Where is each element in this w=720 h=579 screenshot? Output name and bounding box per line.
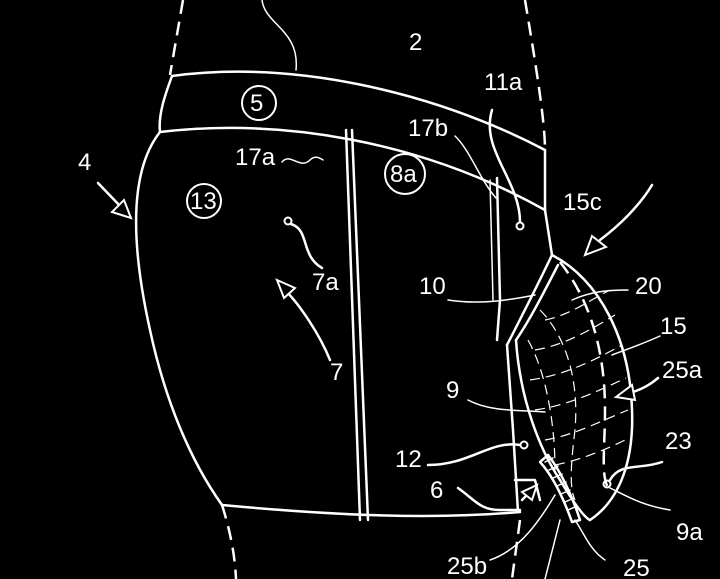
garment-left-contour <box>134 130 224 507</box>
panel-seam-left-a <box>344 128 362 522</box>
arrow-15c-shaft <box>598 183 654 242</box>
leader-10 <box>447 294 536 303</box>
label-2: 2 <box>409 29 422 56</box>
arrow-7-shaft <box>283 288 332 362</box>
label-7a: 7a <box>312 269 339 296</box>
leader-25-alt <box>544 519 561 579</box>
fly-edge <box>505 343 520 514</box>
label-11a: 11a <box>484 69 523 96</box>
body-outline-right-top <box>523 0 547 151</box>
pouch-front-edge <box>505 253 554 347</box>
arrow-7-head <box>275 278 297 300</box>
leader-7a <box>289 222 324 270</box>
pouch-hatch-2 <box>534 314 616 351</box>
pouch-dashed-contour-1 <box>539 309 577 501</box>
label-4: 4 <box>78 149 91 176</box>
arrow-4-head <box>110 198 133 220</box>
leader-9a <box>609 487 671 511</box>
point-12 <box>519 440 529 450</box>
label-12: 12 <box>395 446 422 473</box>
pouch-front-edge-inner <box>514 263 560 342</box>
strip-25-outline <box>538 453 582 524</box>
arrow-25b-head <box>520 483 539 502</box>
arrow-15c-head <box>583 234 609 257</box>
label-25b: 25b <box>447 553 487 579</box>
point-11a <box>515 221 525 231</box>
panel-seam-left-b <box>350 128 370 522</box>
arrow-4-shaft <box>96 181 124 210</box>
label-23: 23 <box>665 428 692 455</box>
waistband-bottom-edge <box>158 126 547 212</box>
leader-2 <box>261 0 297 71</box>
leg-outline-right <box>510 519 522 579</box>
circle-5 <box>241 85 277 121</box>
pouch-hatch-1 <box>544 289 611 321</box>
label-6: 6 <box>430 477 443 504</box>
pouch-hatch-4 <box>534 377 627 411</box>
front-seam-17b <box>495 176 502 342</box>
body-outline-left-top <box>168 0 185 76</box>
leader-23 <box>608 460 664 482</box>
leg-outline-left <box>220 504 238 579</box>
waistband-top-edge <box>170 70 547 152</box>
leader-25b <box>489 494 556 561</box>
label-9a: 9a <box>676 519 703 546</box>
leader-15 <box>611 335 661 356</box>
label-25a: 25a <box>662 357 703 384</box>
leader-9 <box>467 399 546 413</box>
label-20: 20 <box>635 273 662 300</box>
point-23 <box>602 479 612 489</box>
leader-25 <box>574 519 606 561</box>
leader-17b <box>454 135 497 199</box>
label-5: 5 <box>250 90 263 117</box>
circle-13 <box>186 183 222 219</box>
waistband-left-edge <box>158 74 174 134</box>
pouch-outer-edge <box>550 253 634 522</box>
label-25: 25 <box>623 555 650 579</box>
pouch-dashed-inner-line <box>559 261 611 491</box>
garment-right-edge <box>543 148 554 257</box>
leader-11a <box>488 108 522 224</box>
leader-6 <box>456 486 522 512</box>
pouch-dashed-contour-2 <box>527 339 556 471</box>
arrow-25a-head <box>613 383 637 402</box>
arrow-25a-shaft <box>628 376 660 395</box>
label-17a: 17a <box>235 144 276 171</box>
leader-17a <box>281 156 324 164</box>
label-10: 10 <box>419 273 446 300</box>
front-seam-17b-inner <box>489 179 494 301</box>
label-9: 9 <box>446 377 459 404</box>
pouch-hatch-6 <box>554 439 626 466</box>
label-7: 7 <box>330 359 343 386</box>
garment-bottom-hem <box>220 503 522 518</box>
leader-20 <box>571 289 629 301</box>
pouch-hatch-3 <box>529 344 623 381</box>
point-7a <box>283 216 293 226</box>
pouch-hatch-5 <box>544 409 629 441</box>
label-15: 15 <box>660 313 687 340</box>
fly-opening-6 <box>513 478 542 502</box>
circle-8a <box>384 153 426 195</box>
leader-12 <box>426 443 522 467</box>
label-17b: 17b <box>408 115 448 142</box>
label-13: 13 <box>190 188 217 215</box>
label-8a: 8a <box>390 161 417 188</box>
label-15c: 15c <box>563 189 602 216</box>
strip-25-texture <box>544 457 578 511</box>
